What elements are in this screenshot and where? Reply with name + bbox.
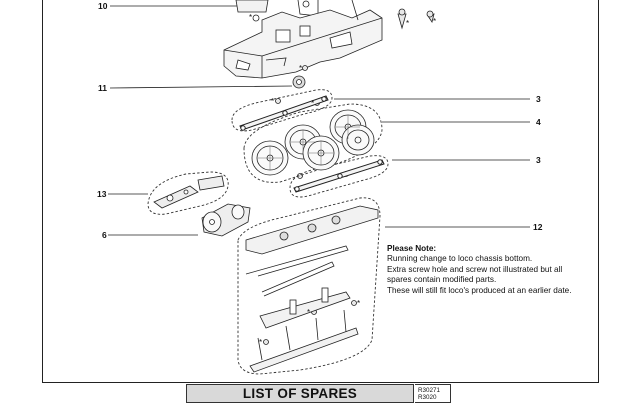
part-12-chassis-bottom xyxy=(245,205,379,373)
asterisk-marker: * xyxy=(311,99,314,108)
note-line: Running change to loco chassis bottom. xyxy=(387,254,533,264)
asterisk-marker: * xyxy=(259,338,262,347)
group-outline-13 xyxy=(147,171,229,215)
loco-chassis-body xyxy=(223,0,383,79)
callout-3-bottom: 3 xyxy=(536,155,541,165)
asterisk-marker: * xyxy=(307,308,310,317)
callout-10: 10 xyxy=(98,1,108,11)
asterisk-marker: * xyxy=(299,64,302,73)
note-line: spares contain modified parts. xyxy=(387,275,497,285)
callout-6: 6 xyxy=(102,230,107,240)
note-line: These will still fit loco's produced at … xyxy=(387,285,572,295)
callout-3-top: 3 xyxy=(536,94,541,104)
leader-11 xyxy=(109,85,293,89)
please-note-box: Please Note: Running change to loco chas… xyxy=(387,244,602,296)
note-line: Extra screw hole and screw not illustrat… xyxy=(387,264,563,274)
group-outline-coupling-bottom xyxy=(289,155,389,198)
note-heading: Please Note: xyxy=(387,244,437,253)
callout-4: 4 xyxy=(536,117,541,127)
callout-13: 13 xyxy=(97,189,107,199)
wheel-5 xyxy=(341,124,375,156)
group-outline-coupling-top xyxy=(231,89,333,132)
drawing-frame xyxy=(42,0,599,383)
part-10-bracket xyxy=(235,0,319,22)
asterisk-marker: * xyxy=(271,97,274,106)
coupling-rods xyxy=(239,95,385,193)
group-outline-wheels xyxy=(243,103,383,183)
list-of-spares-title: LIST OF SPARES xyxy=(186,384,414,403)
product-code: R30271 xyxy=(418,387,441,394)
driving-wheels xyxy=(251,109,375,176)
asterisk-marker: * xyxy=(433,17,436,26)
part-13-pony-truck xyxy=(153,175,225,209)
group-outline-12 xyxy=(237,197,381,375)
asterisk-marker: * xyxy=(249,13,252,22)
callout-11: 11 xyxy=(98,83,107,93)
product-codes: R30271 R3020 xyxy=(415,384,451,403)
product-code: R3020 xyxy=(418,394,437,401)
callout-12: 12 xyxy=(533,222,543,232)
asterisk-marker: * xyxy=(357,299,360,308)
asterisk-marker: * xyxy=(406,19,409,28)
part-11-gear xyxy=(292,75,306,89)
exploded-parts-diagram: * * * * * * * * * xyxy=(108,0,530,375)
part-6-bogie xyxy=(201,203,251,237)
